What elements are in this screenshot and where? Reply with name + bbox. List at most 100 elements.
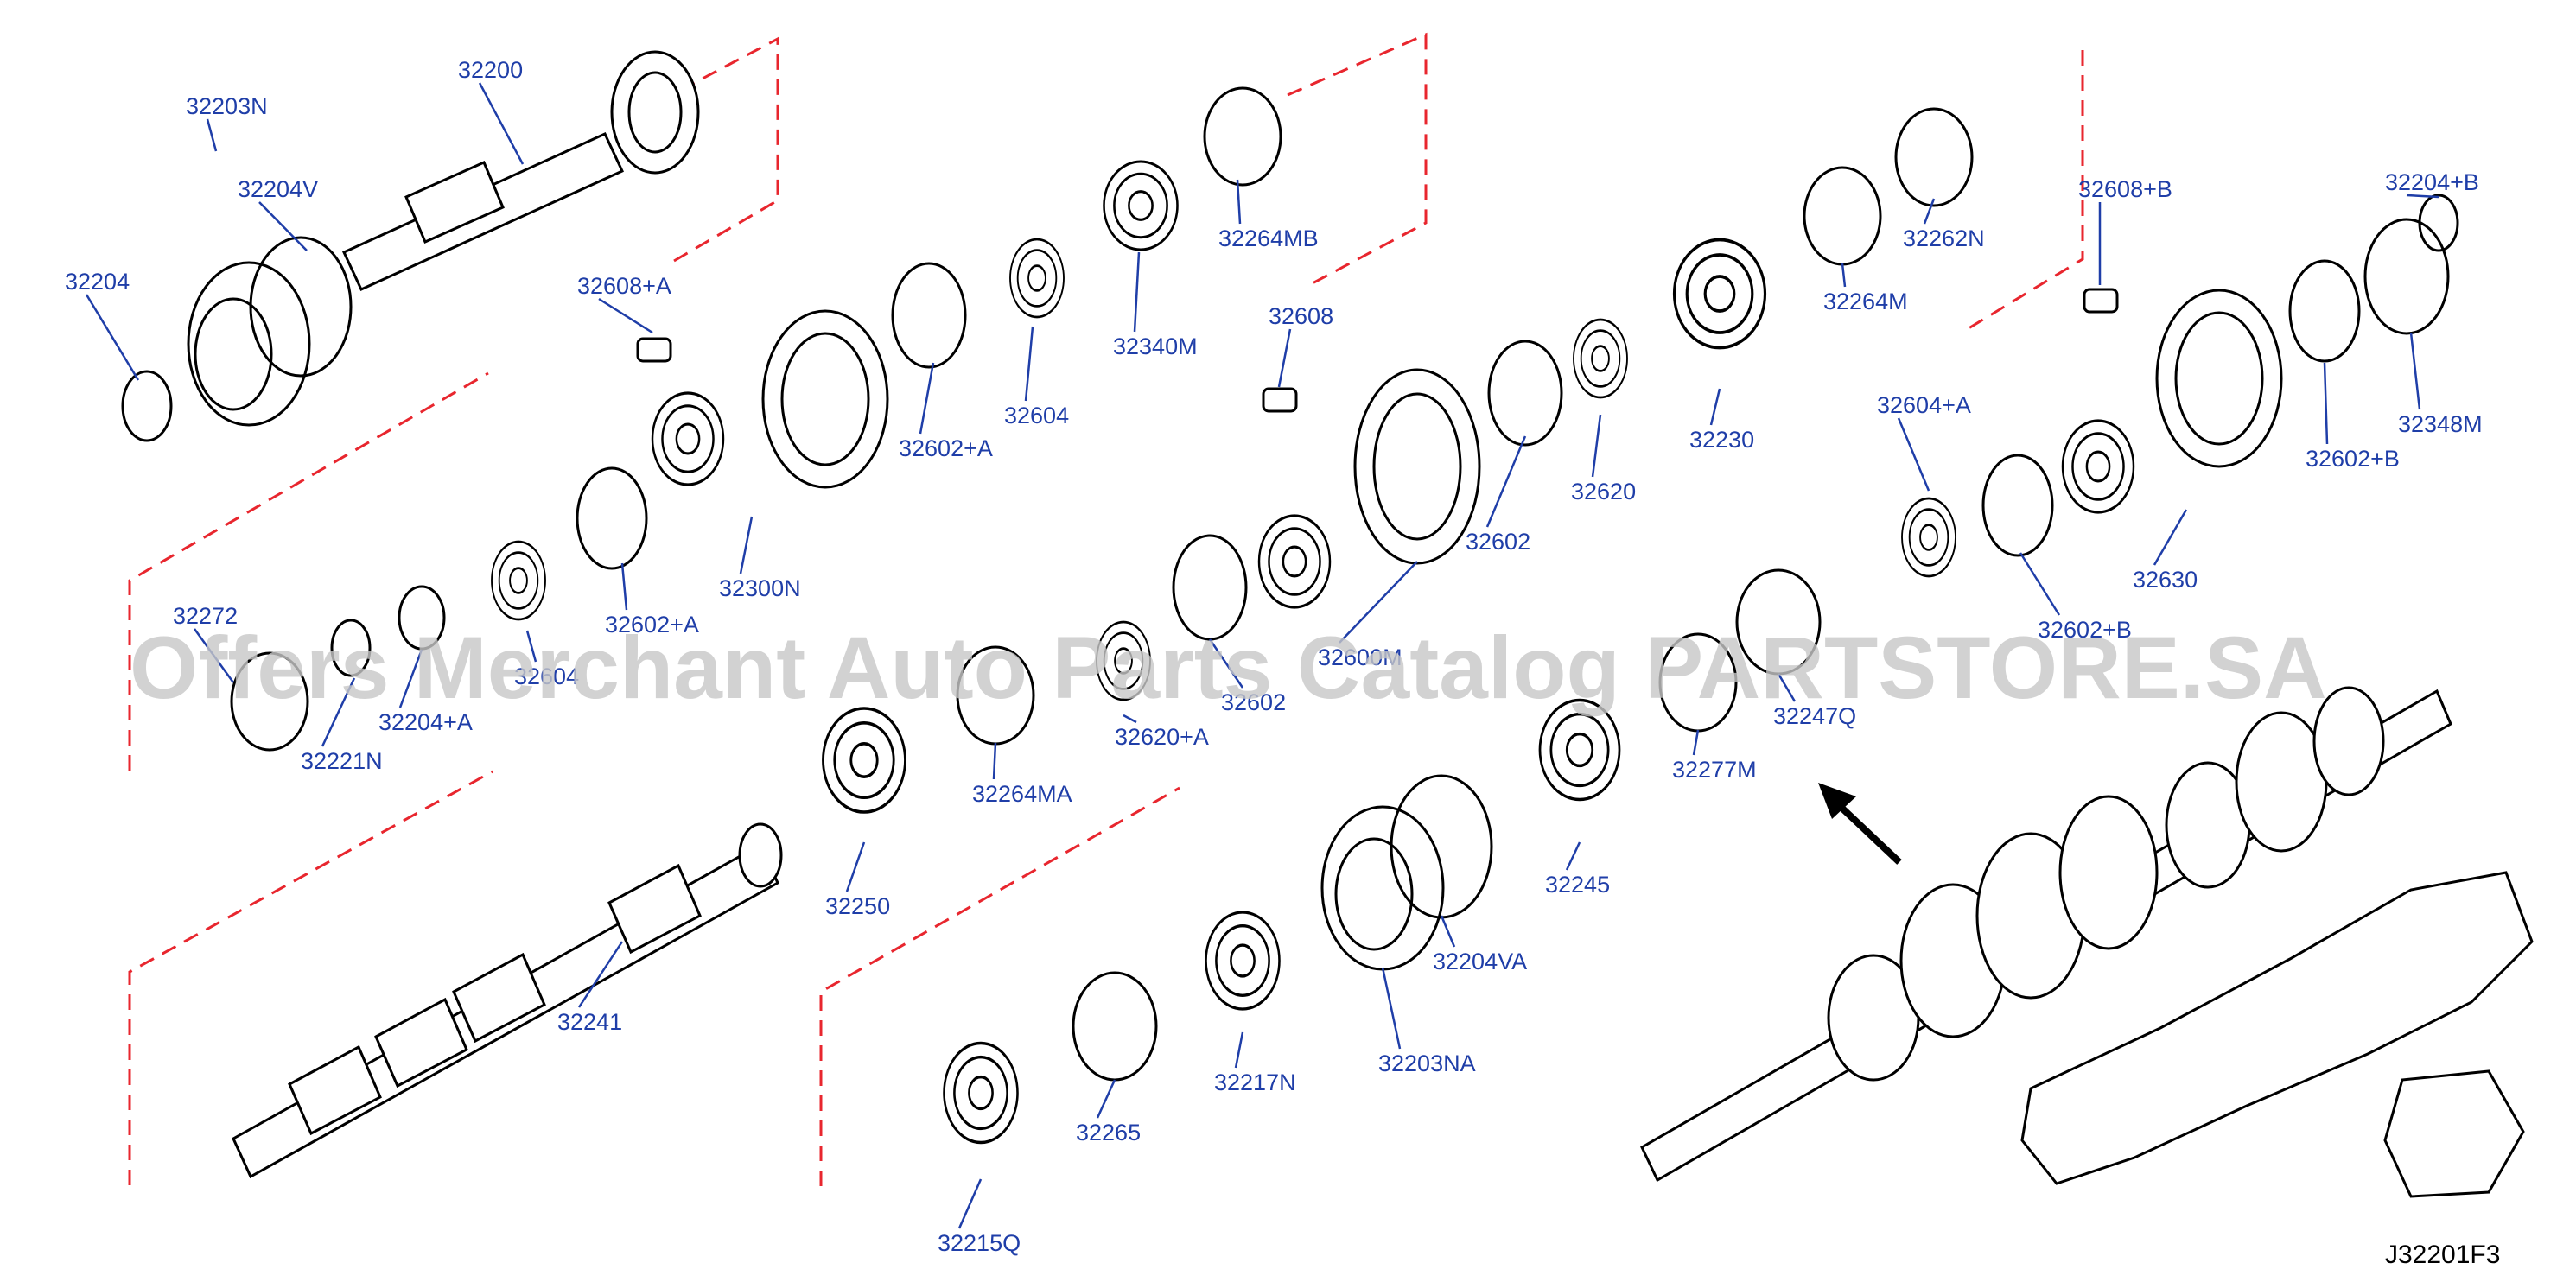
part-label-32265: 32265 [1076, 1120, 1141, 1146]
counter-shaft-32241 [232, 822, 783, 1179]
key-32608 [1262, 387, 1298, 413]
baulk-ring-32602a-2 [576, 466, 648, 570]
leader-line [1923, 198, 1936, 225]
part-label-32262n: 32262N [1903, 225, 1985, 251]
leader-line [620, 562, 628, 611]
snap-ring-32221n [330, 619, 372, 677]
part-label-32620-a: 32620+A [1115, 724, 1209, 750]
part-label-32204-b: 32204+B [2385, 169, 2479, 195]
part-label-32602: 32602 [1221, 689, 1286, 715]
baulk-ring-32602a-1 [891, 262, 967, 369]
leader-line [321, 677, 356, 747]
section-outlines [128, 32, 2084, 1186]
part-label-32221n: 32221N [301, 748, 383, 774]
leader-line [919, 362, 935, 435]
part-label-32602-a: 32602+A [899, 435, 993, 461]
leader-line [1234, 1031, 1244, 1069]
part-label-32250: 32250 [825, 893, 890, 919]
part-label-32264m: 32264M [1823, 289, 1908, 314]
arrow-up-left-icon [1818, 783, 1902, 865]
hub-32604-upper [1008, 238, 1065, 319]
leader-line [478, 82, 525, 165]
leader-line [845, 841, 866, 892]
leader-line [1897, 417, 1930, 492]
outline-reverse [1961, 50, 2084, 334]
leader-line [2323, 362, 2329, 445]
snap-ring-32348m [2363, 218, 2450, 335]
reference-code: J32201F3 [2385, 1241, 2500, 1269]
snap-ring-32204 [121, 370, 173, 442]
part-label-32230: 32230 [1689, 427, 1754, 453]
gear-32217n [1204, 911, 1282, 1011]
part-label-32217n: 32217N [1214, 1069, 1296, 1095]
watermark-text: Offers Merchant Auto Parts Catalog PARTS… [130, 619, 2327, 717]
part-label-32204va: 32204VA [1433, 949, 1527, 974]
leader-line [598, 297, 653, 334]
part-label-32604: 32604 [1004, 403, 1069, 428]
part-label-32602: 32602 [1466, 529, 1530, 555]
leader-line [2406, 194, 2439, 199]
leader-line [1236, 179, 1242, 225]
part-label-32272: 32272 [173, 603, 238, 629]
leader-line [1485, 435, 1527, 528]
part-label-32200: 32200 [458, 57, 523, 83]
leader-lines [85, 82, 2439, 1229]
leader-line [739, 516, 754, 574]
bearing-32203n [187, 261, 311, 427]
outline-main-shaft [1287, 32, 1428, 287]
gear-32250 [821, 707, 907, 814]
leader-line [577, 941, 624, 1008]
needle-bearing-32272 [230, 651, 309, 752]
leader-line [1381, 967, 1402, 1050]
leader-line [1709, 388, 1721, 426]
part-label-32241: 32241 [557, 1009, 622, 1035]
part-label-32600m: 32600M [1318, 644, 1402, 670]
leader-line [2153, 509, 2188, 566]
input-shaft-32200 [342, 50, 700, 291]
leader-line [1565, 841, 1581, 871]
key-32608b [2083, 288, 2119, 314]
snap-ring-32204v [249, 236, 353, 378]
leader-line [1096, 1079, 1116, 1119]
bushing-32262n [1894, 107, 1974, 207]
leader-line [2019, 552, 2061, 616]
leader-line [258, 201, 308, 251]
part-label-32608: 32608 [1269, 303, 1333, 329]
baulk-ring-32602b-2 [1981, 454, 2054, 557]
gear-32340m [1102, 160, 1180, 251]
part-label-32348m: 32348M [2398, 411, 2483, 437]
part-label-32340m: 32340M [1113, 333, 1198, 359]
leader-line [1841, 263, 1847, 288]
part-label-32203na: 32203NA [1378, 1050, 1476, 1076]
gear-32300n [651, 391, 725, 486]
part-label-32204: 32204 [65, 269, 130, 295]
part-label-32247q: 32247Q [1773, 703, 1856, 729]
needle-bearing-32264mb [1203, 86, 1282, 187]
leader-line [85, 294, 140, 381]
leader-line [992, 742, 997, 780]
gear-32230 [1672, 238, 1767, 350]
leader-line [1591, 414, 1602, 478]
part-label-32264mb: 32264MB [1218, 225, 1319, 251]
part-label-32203n: 32203N [186, 93, 268, 119]
part-label-32264ma: 32264MA [972, 781, 1072, 807]
parts-layer [121, 50, 2534, 1198]
part-label-32604-a: 32604+A [1877, 392, 1971, 418]
baulk-ring-32602b-1 [2288, 259, 2361, 363]
part-label-32604: 32604 [514, 663, 579, 689]
part-label-32215q: 32215Q [938, 1230, 1021, 1256]
needle-bearing-32264m [1803, 166, 1882, 266]
part-label-32245: 32245 [1545, 872, 1610, 898]
leader-line [1692, 729, 1700, 756]
bearing-32203na-inner [1334, 837, 1414, 951]
leader-line [525, 630, 537, 663]
part-label-32602-a: 32602+A [605, 612, 699, 638]
part-label-32608-b: 32608+B [2078, 176, 2172, 202]
bearing-32203na [1320, 805, 1445, 971]
leader-line [1123, 714, 1137, 724]
outline-input-shaft [128, 36, 779, 771]
part-label-32602-b: 32602+B [2306, 446, 2400, 472]
leader-line [1277, 328, 1292, 388]
part-label-32620: 32620 [1571, 479, 1636, 505]
